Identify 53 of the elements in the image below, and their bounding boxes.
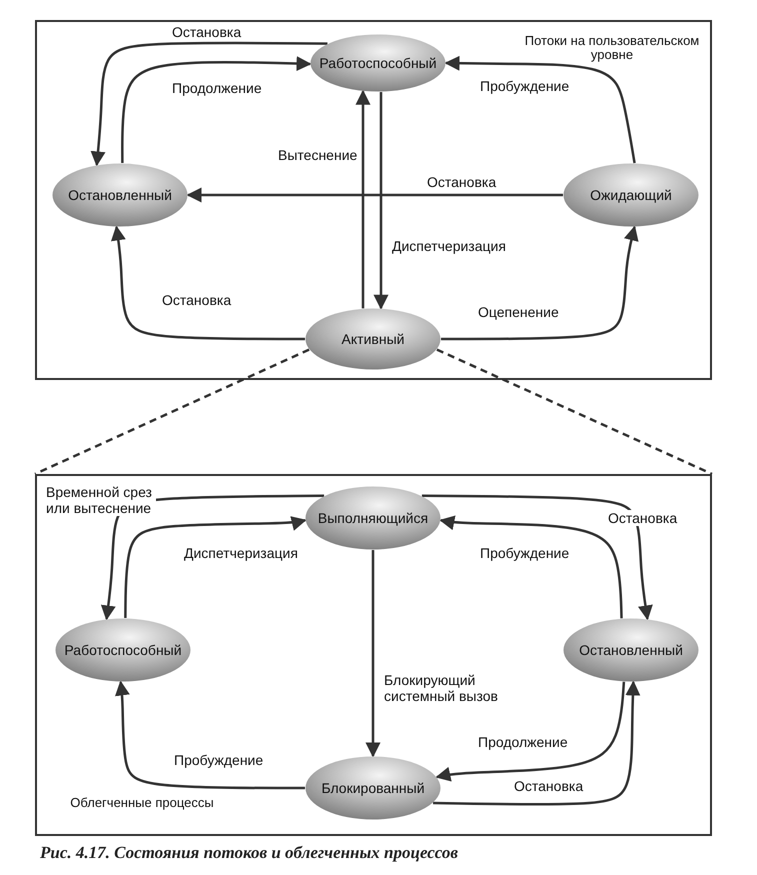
state-panel (35, 474, 712, 836)
arrow (110, 225, 305, 340)
state-label: Активный (342, 331, 404, 347)
panel-heading: Потоки на пользовательском уровне (524, 34, 700, 63)
panel-heading: Облегченные процессы (69, 796, 215, 810)
arrow (374, 92, 388, 310)
state-label: Ожидающий (590, 187, 672, 203)
arrow (435, 682, 626, 782)
figure-caption: Рис. 4.17. Состояния потоков и облегченных процессов (40, 843, 458, 863)
arrow (90, 42, 328, 166)
edge-label: Остановка (170, 24, 244, 40)
edge-label: Пробуждение (478, 545, 572, 562)
edge-label: Продолжение (170, 80, 264, 96)
edge-label: Остановка (425, 174, 498, 190)
arrow (439, 515, 623, 618)
edge-label: Диспетчеризация (390, 238, 508, 254)
edge-label: Диспетчеризация (182, 545, 300, 562)
arrow (186, 188, 563, 202)
state-label: Работоспособный (319, 55, 437, 71)
arrow (121, 56, 312, 164)
state-label: Остановленный (579, 642, 683, 658)
edge-label: Остановка (160, 292, 234, 308)
arrow (444, 56, 636, 164)
arrow (114, 680, 305, 790)
state-label: Остановленный (68, 187, 172, 203)
state-ellipse (55, 618, 191, 682)
arrow (441, 226, 639, 340)
state-ellipse (563, 618, 699, 682)
arrow (433, 680, 640, 806)
dashed-line (436, 348, 713, 476)
state-ellipse (310, 34, 446, 92)
state-ellipse (52, 163, 188, 227)
state-ellipse (563, 163, 699, 227)
state-label: Выполняющийся (318, 510, 428, 526)
state-ellipse (305, 486, 441, 550)
edge-label: Вытеснение (276, 147, 360, 164)
edge-label: Оцепенение (476, 304, 561, 320)
edge-label: Пробуждение (478, 78, 572, 94)
dashed-line (34, 348, 310, 476)
state-ellipse (305, 308, 441, 370)
edge-label: Временной срез или вытеснение (44, 484, 156, 516)
arrow (422, 494, 653, 620)
state-panel (35, 20, 712, 380)
state-label: Блокированный (321, 780, 425, 796)
edge-label: Остановка (512, 778, 586, 794)
edge-label: Пробуждение (172, 752, 266, 768)
state-ellipse (305, 756, 441, 820)
edge-label: Продолжение (476, 734, 570, 750)
arrow (356, 90, 370, 308)
state-label: Работоспособный (64, 642, 182, 658)
edge-label: Остановка (606, 510, 680, 526)
arrow (366, 550, 380, 758)
arrow (124, 516, 307, 618)
